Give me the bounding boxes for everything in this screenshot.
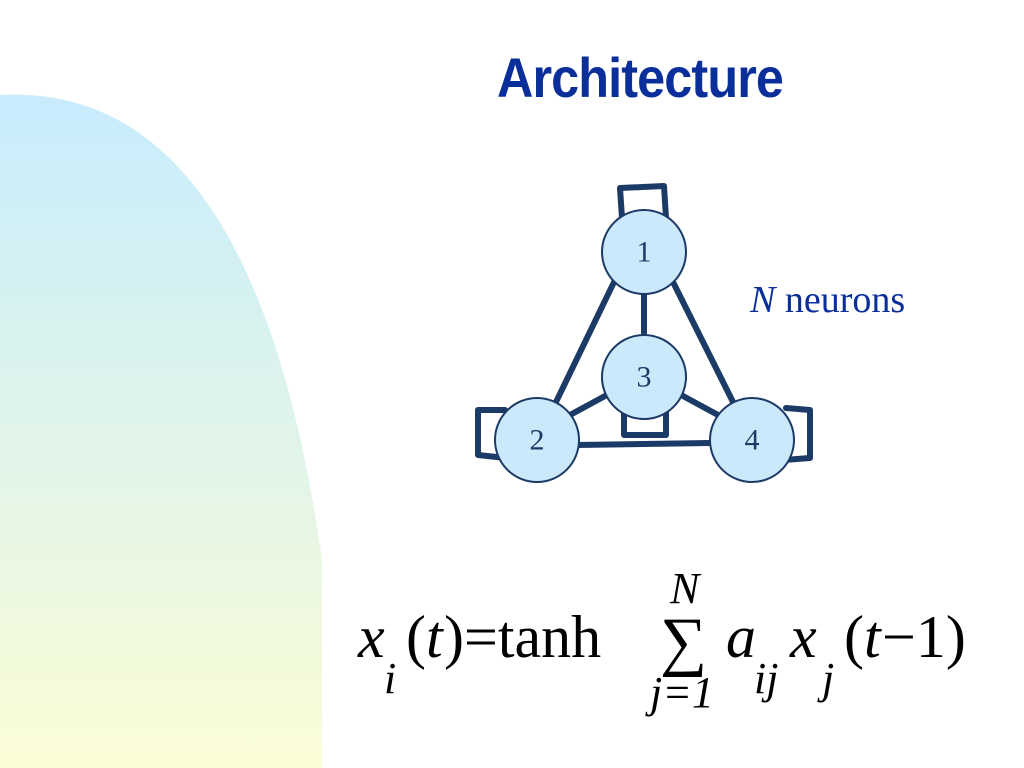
edge-1-2 bbox=[553, 277, 618, 405]
caption-variable: N bbox=[750, 279, 776, 321]
edge-3-4 bbox=[680, 393, 721, 418]
edge-2-3 bbox=[567, 393, 608, 418]
edge-2-4 bbox=[574, 440, 713, 448]
neuron-node-3 bbox=[601, 334, 687, 420]
formula-t-2: t bbox=[864, 604, 881, 670]
formula-tanh: )=tanh bbox=[444, 604, 602, 670]
node-label-2: 2 bbox=[530, 424, 545, 457]
node-label-1: 1 bbox=[637, 236, 652, 269]
neuron-node-2 bbox=[494, 397, 580, 483]
formula-sub-i: i bbox=[384, 654, 397, 703]
formula-open-paren-2: ( bbox=[844, 604, 864, 670]
neuron-node-1 bbox=[601, 209, 687, 295]
decorative-curve bbox=[0, 94, 322, 768]
formula-minus-one: −1) bbox=[882, 604, 966, 670]
update-equation: x i ( t )=tanh N ∑ j=1 a ij x j ( t −1) bbox=[350, 565, 1010, 735]
formula-sub-j: j bbox=[822, 654, 835, 703]
formula-a: a bbox=[726, 604, 756, 670]
self-loop-2 bbox=[475, 407, 509, 461]
caption-text: neurons bbox=[775, 279, 906, 321]
neurons-caption: N neurons bbox=[750, 278, 905, 322]
node-label-4: 4 bbox=[745, 424, 760, 457]
formula-open-paren: ( bbox=[406, 604, 426, 670]
self-loop-3 bbox=[621, 409, 669, 438]
formula-t: t bbox=[426, 604, 443, 670]
formula-x: x bbox=[358, 604, 385, 670]
formula-sum-lower: j=1 bbox=[650, 668, 714, 717]
edge-1-4 bbox=[669, 277, 736, 405]
node-label-3: 3 bbox=[637, 361, 652, 394]
self-loop-1 bbox=[617, 183, 669, 221]
formula-sub-ij: ij bbox=[754, 654, 779, 703]
neuron-node-4 bbox=[709, 397, 795, 483]
formula-sum-sign: ∑ bbox=[660, 605, 708, 678]
page-title: Architecture bbox=[496, 46, 784, 109]
formula-x-j: x bbox=[790, 604, 817, 670]
formula-sum-upper: N bbox=[670, 564, 700, 613]
self-loop-4 bbox=[781, 405, 813, 463]
